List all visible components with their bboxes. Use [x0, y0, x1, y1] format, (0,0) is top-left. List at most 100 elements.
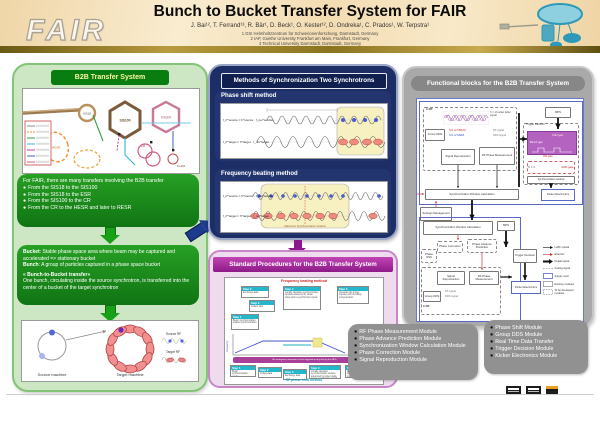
bullet-icon: ● — [23, 184, 27, 191]
phase-shift-diagram: f_rf^source = h^source · f_rev^source f_… — [220, 103, 388, 159]
poster-title: Bunch to Bucket Transfer System for FAIR — [153, 3, 467, 20]
bullet-icon: ● — [490, 331, 494, 338]
phase-shift-panel: Phase shift method — [215, 91, 391, 161]
signal-reproduction-block: Signal Reproduction — [437, 271, 465, 285]
kicker-electronics-block: Kicker Electronics — [511, 281, 541, 294]
phase-advance-prediction-block: Phase Advance Prediction — [467, 239, 497, 253]
module-item: ●Trigger Decision Module — [490, 345, 554, 352]
bucket-definition: Bucket: Stable phase space area where be… — [23, 249, 176, 262]
source-formula: f_rf^source = h^source · f_rev^source — [223, 118, 273, 122]
freq-beating-label: Frequency beating method — [281, 279, 327, 283]
definitions-box: Bucket: Stable phase space area where be… — [17, 245, 199, 305]
bullet-icon: ● — [23, 191, 27, 198]
b2b-definition-text: One bunch, circulating inside the source… — [23, 278, 190, 291]
accelerator-illustration — [499, 3, 583, 49]
bullet-icon: ● — [490, 345, 494, 352]
target-machine-label: Target machine — [116, 372, 144, 377]
phase-shift-title: Phase shift method — [221, 93, 277, 99]
source-rf-label: Source RF — [166, 332, 181, 336]
bunch-definition: Bunch: A group of particles captured in … — [23, 262, 161, 268]
mps-block: MPS — [497, 221, 515, 231]
map-label-sis18: SIS18 — [83, 112, 92, 116]
llrf-label: LLRF — [426, 108, 433, 111]
transfers-box: For FAIR, there are many transfers invol… — [17, 174, 199, 227]
h1-sis100-label: h=1 of SIS100 — [449, 129, 466, 132]
map-label-cr: CR — [141, 144, 146, 148]
rf-signal-label: RF signal — [493, 129, 504, 132]
injected-bunch — [118, 327, 124, 333]
functional-panel-title: Functional blocks for the B2B Transfer S… — [411, 76, 585, 91]
bullet-icon: ● — [354, 329, 358, 335]
bullet-icon: ● — [490, 352, 494, 359]
map-label-sis100: SIS100 — [119, 119, 130, 123]
module-item: ●Real Time Data Transfer — [490, 338, 554, 345]
module-item: ●RF Phase Measurement Module — [354, 329, 437, 335]
footer-divider — [6, 394, 594, 395]
sync-window-label: Maximum Synchronization window — [284, 224, 325, 228]
bullet-icon: ● — [23, 198, 27, 205]
target-ring-buckets — [105, 324, 155, 374]
fair-logo: FAIR — [25, 13, 107, 47]
methods-panel-title: Methods of Synchronization Two Synchrotr… — [221, 73, 387, 89]
h1-sis18-label: h=1 of SIS18 — [449, 134, 465, 137]
target-rf-label: Target RF — [166, 350, 180, 354]
source-formula: f_rf^source = h^source · f_rev^source — [223, 194, 273, 198]
legend-item: To be developed modules — [543, 289, 583, 295]
transfer-item: ●From the SIS18 to the ESR — [23, 191, 91, 198]
trigger-decision-label: Trigger Decision — [526, 123, 545, 126]
methods-panel: Methods of Synchronization Two Synchrotr… — [208, 64, 398, 240]
transfers-intro: For FAIR, there are many transfers invol… — [23, 178, 164, 184]
module-item: ●Kicker Electronics Module — [490, 352, 558, 359]
group-dds-block: Group DDS — [425, 129, 445, 141]
b2b-panel-title: B2B Transfer System — [51, 70, 169, 85]
bullet-icon: ● — [354, 342, 358, 349]
bunch-dots — [341, 118, 378, 122]
mps-block: MPS — [545, 107, 571, 118]
affiliation-1: 1 GSI Helmholtzzentrum für Schwerionenfo… — [241, 31, 379, 36]
bucket-signal-label: h = 1 bucket label signal — [490, 111, 511, 117]
h1-and-gate-block: h = 1 AND gate — [527, 161, 575, 174]
functional-modules-box: ●Phase Shift Module ●Group DDS Module ●R… — [484, 320, 588, 374]
module-item: ●Group DDS Module — [490, 331, 543, 338]
rf-signal-label: RF signal — [445, 290, 456, 293]
bullet-icon: ● — [354, 335, 358, 342]
legend-item: Supply room — [543, 273, 569, 279]
module-item: ●Phase Shift Module — [490, 325, 543, 331]
rf-phase-measurement-block: RF Phase Measurement — [479, 147, 515, 165]
module-item: ●Phase Correction Module — [354, 349, 421, 356]
procedures-panel-title: Standard Procedures for the B2B Transfer… — [213, 257, 393, 272]
bullet-icon: ● — [354, 349, 358, 356]
transfer-item: ●From the CR to the HESR and later to RE… — [23, 205, 132, 211]
down-arrow-icon — [100, 305, 120, 322]
kicker-electronics-block: Kicker Electronics — [541, 189, 575, 201]
transfer-item: ●From the SIS100 to the CR — [23, 198, 91, 205]
transfer-item: ●From the SIS18 to the SIS100 — [23, 184, 98, 191]
header-banner: FAIR Bunch to Bucket Transfer System for… — [0, 0, 600, 53]
phase-shift-block: Phase Shift — [421, 249, 437, 263]
affiliation-3: 3 Technical University Darmstadt, Darmst… — [258, 41, 362, 46]
signal-reproduction-block: Signal Reproduction — [441, 149, 475, 165]
dds-signal-label: DDS signal — [445, 295, 458, 298]
header-gold-strip — [0, 46, 600, 53]
legend-item: Ethernet — [543, 252, 564, 257]
bullet-icon: ● — [490, 325, 494, 331]
target-formula: f_rf^target = h^target · f_rev^target — [223, 140, 269, 144]
module-item: ●Signal Reproduction Module — [354, 356, 427, 363]
sync-window-block: Synchronization window — [527, 176, 575, 184]
supply-room-top — [419, 101, 583, 205]
bucket-ellipses — [250, 212, 378, 220]
sync-window-calc-block: Synchronization Window Calculation — [425, 189, 519, 200]
bullet-icon: ● — [490, 338, 494, 345]
bunch-bucket-diagram: Source RF Target RF Source machine Targe… — [21, 320, 199, 382]
rf-waveform — [443, 111, 489, 125]
authors-line: J. Bai¹², T. Ferrand¹³, R. Bär¹, D. Beck… — [190, 23, 430, 29]
mps-note-bar: The emergency extraction can be triggere… — [233, 357, 375, 363]
